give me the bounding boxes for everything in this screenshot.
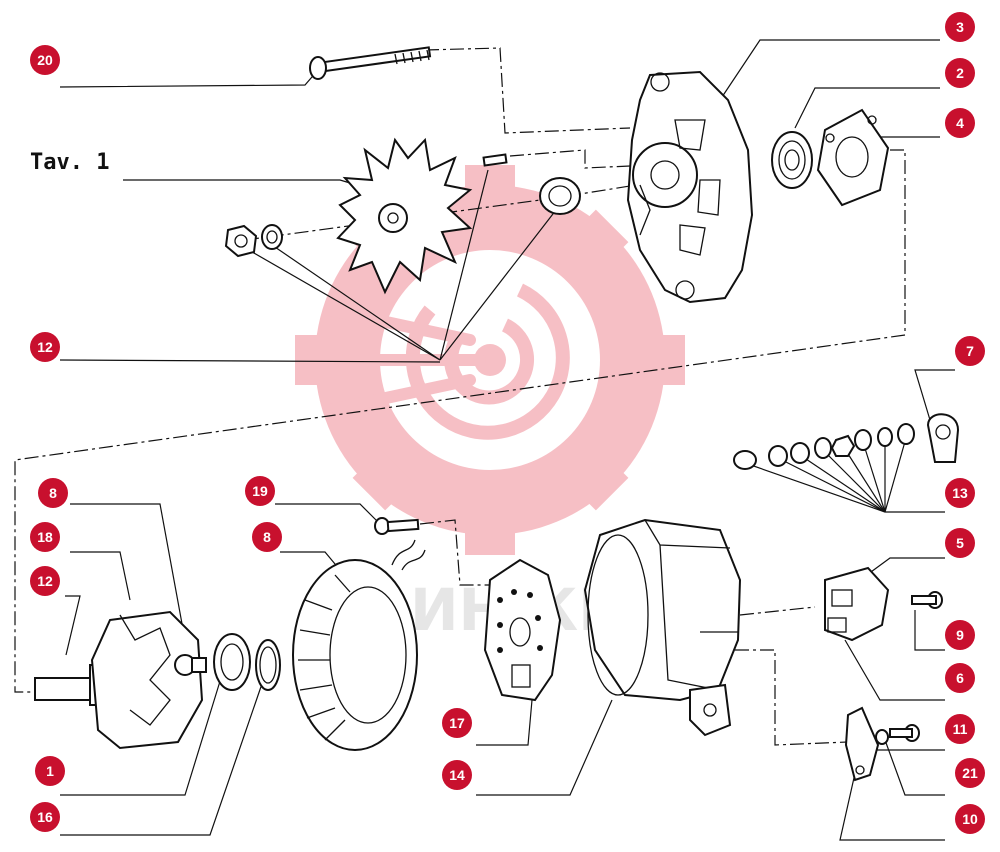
through-bolt	[309, 46, 432, 80]
terminal-hardware-set	[733, 423, 915, 470]
callout-7[interactable]: 7	[955, 336, 985, 366]
fan-nut-washers	[224, 153, 581, 258]
callout-3[interactable]: 3	[945, 12, 975, 42]
callout-8[interactable]: 8	[38, 478, 68, 508]
callout-21[interactable]: 21	[955, 758, 985, 788]
callout-13[interactable]: 13	[945, 478, 975, 508]
bearing-retainer-plate	[816, 108, 890, 207]
callout-6[interactable]: 6	[945, 663, 975, 693]
rectifier-plate	[483, 558, 562, 702]
callout-16[interactable]: 16	[30, 802, 60, 832]
brush-holder	[824, 566, 890, 642]
cooling-fan	[336, 137, 473, 295]
callout-11[interactable]: 11	[945, 714, 975, 744]
callout-4[interactable]: 4	[945, 108, 975, 138]
table-title: Tav. 1	[30, 150, 110, 175]
capacitor-bracket	[844, 706, 920, 782]
callout-9[interactable]: 9	[945, 620, 975, 650]
rear-bearing-and-shim	[213, 633, 281, 691]
callout-19[interactable]: 19	[245, 476, 275, 506]
stator	[292, 539, 426, 751]
callout-2[interactable]: 2	[945, 58, 975, 88]
front-bearing	[771, 131, 813, 189]
callout-18[interactable]: 18	[30, 522, 60, 552]
drive-end-housing	[626, 70, 754, 304]
terminal-eye	[926, 413, 960, 463]
callout-8[interactable]: 8	[252, 522, 282, 552]
callout-1[interactable]: 1	[35, 756, 65, 786]
rotor-assembly	[34, 610, 207, 750]
callout-14[interactable]: 14	[442, 760, 472, 790]
rear-housing	[583, 518, 742, 737]
callout-5[interactable]: 5	[945, 528, 975, 558]
callout-12[interactable]: 12	[30, 566, 60, 596]
callout-10[interactable]: 10	[955, 804, 985, 834]
holder-screw	[911, 591, 943, 609]
callout-20[interactable]: 20	[30, 45, 60, 75]
callout-12[interactable]: 12	[30, 332, 60, 362]
brush-screw	[374, 517, 420, 535]
callout-17[interactable]: 17	[442, 708, 472, 738]
